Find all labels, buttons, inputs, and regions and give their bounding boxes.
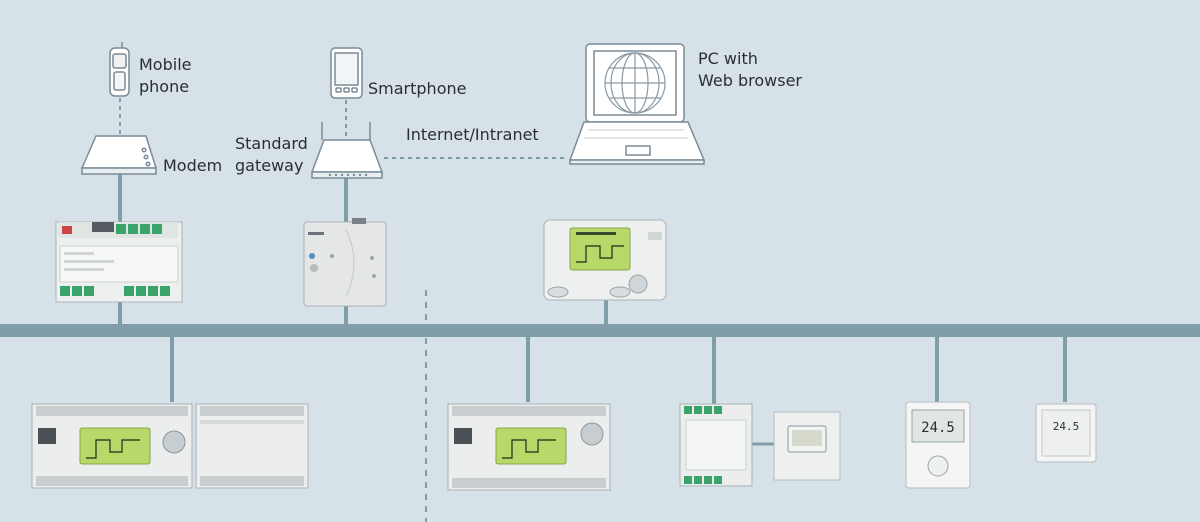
operator-unit-icon [543, 219, 667, 301]
mobile-phone-icon [109, 42, 130, 97]
web-server-icon [303, 218, 387, 307]
modem-icon [80, 135, 158, 175]
internet-intranet-label: Internet/Intranet [406, 125, 539, 144]
pc-label-line1: PC with [698, 49, 758, 68]
compact-controller-icon [679, 403, 753, 487]
main-bus [0, 324, 1200, 337]
secondary-controller-icon [447, 403, 611, 491]
gateway-router-icon [310, 122, 384, 179]
controller-module-icon [55, 221, 183, 303]
touch-thermostat-icon: 24.5 [1035, 403, 1097, 463]
pc-label-line2: Web browser [698, 71, 802, 90]
laptop-icon [568, 43, 706, 165]
gateway-label-line1: Standard [235, 134, 308, 153]
primary-controller-icon [31, 403, 193, 489]
gateway-label-line2: gateway [235, 156, 304, 175]
expansion-module-icon [195, 403, 309, 489]
mobile-phone-label: Mobile phone [139, 54, 191, 98]
room-unit-icon [773, 411, 841, 481]
pc-browser-label: PC with Web browser [698, 48, 802, 92]
mobile-label-line1: Mobile [139, 55, 192, 74]
connection-lines [0, 98, 1200, 446]
smartphone-icon [330, 47, 363, 99]
modem-label: Modem [163, 156, 223, 175]
smartphone-label: Smartphone [368, 79, 467, 98]
mobile-label-line2: phone [139, 77, 190, 96]
thermostat-display-small: 24.5 [1053, 420, 1080, 433]
room-thermostat-icon: 24.5 [905, 401, 971, 489]
standard-gateway-label: Standard gateway [235, 133, 308, 177]
thermostat-display: 24.5 [921, 420, 955, 436]
